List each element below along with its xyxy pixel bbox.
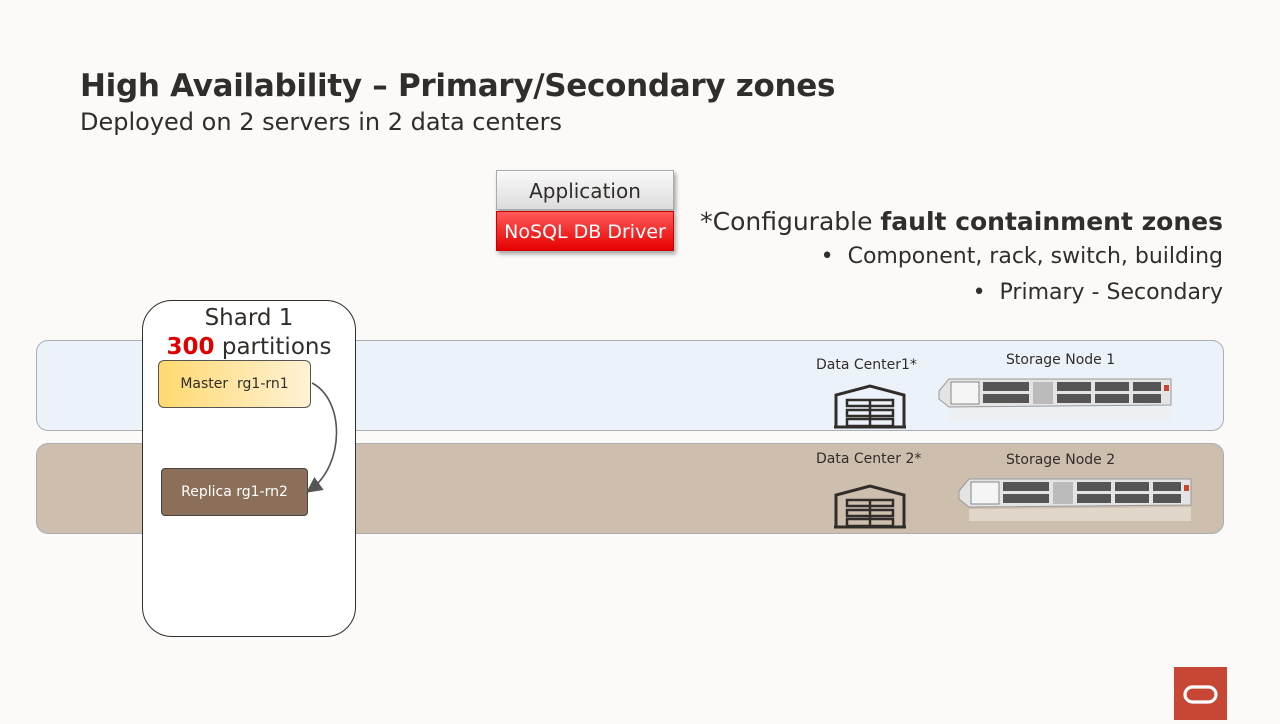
oracle-logo-icon xyxy=(1174,667,1227,720)
replica-node-box: Replica rg1-rn2 xyxy=(161,468,308,516)
fault-zones-notes: *Configurable fault containment zones • … xyxy=(700,205,1223,311)
notes-heading-prefix: *Configurable xyxy=(700,207,881,236)
application-box: Application xyxy=(496,170,674,210)
data-center-1-label: Data Center1* xyxy=(816,357,917,373)
data-center-2-icon xyxy=(834,484,906,529)
server-rack-1-icon xyxy=(938,378,1172,421)
shard-title: Shard 1 xyxy=(204,305,294,331)
data-center-2-label: Data Center 2* xyxy=(816,451,922,467)
page-subtitle: Deployed on 2 servers in 2 data centers xyxy=(80,108,563,136)
partition-label: partitions xyxy=(214,334,332,360)
notes-bullet: • Primary - Secondary xyxy=(972,280,1223,305)
data-center-1-icon xyxy=(834,384,906,429)
partition-count: 300 xyxy=(166,334,215,360)
notes-bullet-text: Primary - Secondary xyxy=(999,280,1223,305)
notes-heading-bold: fault containment zones xyxy=(880,207,1223,236)
nosql-driver-box: NoSQL DB Driver xyxy=(496,211,674,251)
storage-node-1-label: Storage Node 1 xyxy=(1006,352,1116,368)
notes-bullet: • Component, rack, switch, building xyxy=(820,244,1223,269)
notes-heading: *Configurable fault containment zones xyxy=(700,205,1223,239)
master-node-box: Master rg1-rn1 xyxy=(158,360,311,408)
replication-arrow xyxy=(306,382,338,493)
notes-bullet-text: Component, rack, switch, building xyxy=(847,244,1223,269)
server-rack-2-icon xyxy=(958,478,1192,521)
shard-partitions: 300 partitions xyxy=(142,334,356,360)
storage-node-2-label: Storage Node 2 xyxy=(1006,452,1116,468)
page-title: High Availability – Primary/Secondary zo… xyxy=(80,68,836,104)
